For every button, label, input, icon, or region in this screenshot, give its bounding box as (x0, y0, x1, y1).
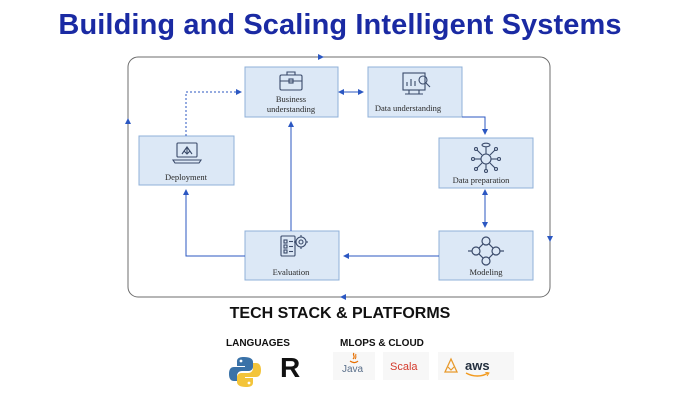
connector-evaluation-deployment (183, 189, 245, 257)
connector-data-understanding-preparation (462, 116, 488, 135)
evaluation-label: Evaluation (273, 267, 311, 277)
node-data-understanding: Data understanding (367, 66, 463, 118)
aws-smile-icon (465, 372, 490, 377)
aws-service-icon (443, 357, 459, 373)
python-logo-icon (229, 357, 261, 387)
tech-stack-heading: TECH STACK & PLATFORMS (229, 305, 451, 322)
r-logo: R (280, 352, 301, 383)
aws-logo-card: aws (438, 352, 514, 380)
mlops-cloud-label: MLOPS & CLOUD (340, 338, 424, 349)
outer-cycle-frame (127, 56, 551, 298)
data-preparation-label: Data preparation (453, 175, 511, 185)
java-cup-icon (349, 352, 359, 364)
node-modeling: Modeling (438, 230, 534, 281)
business-label-line1: Business (276, 94, 306, 104)
frame-arrow-bottom (340, 294, 346, 300)
node-data-preparation: Data preparation (438, 137, 534, 189)
node-business-understanding: Business understanding (244, 66, 339, 118)
business-label-line2: understanding (267, 104, 316, 114)
java-logo-card: Java (333, 352, 375, 380)
data-understanding-label: Data understanding (375, 103, 442, 113)
languages-label: LANGUAGES (226, 338, 290, 349)
frame-arrow-left (125, 118, 131, 124)
frame-arrow-top (318, 54, 324, 60)
connector-deployment-business (185, 89, 242, 136)
scala-logo-card: Scala (383, 352, 429, 380)
evaluation-checklist-icon (280, 235, 308, 257)
page-title: Building and Scaling Intelligent Systems (58, 9, 622, 41)
modeling-label: Modeling (469, 267, 503, 277)
frame-arrow-right (547, 236, 553, 242)
connector-preparation-modeling (482, 189, 488, 228)
data-analysis-icon (402, 72, 431, 95)
deployment-laptop-icon (171, 142, 203, 164)
briefcase-icon (279, 71, 303, 91)
scala-logo-text: Scala (390, 361, 418, 373)
model-nodes-icon (468, 236, 504, 266)
aws-logo-text: aws (465, 358, 490, 373)
deployment-label: Deployment (165, 172, 208, 182)
java-logo-text: Java (342, 364, 364, 375)
connector-business-data-understanding (338, 89, 364, 95)
network-hub-icon (470, 142, 502, 174)
node-deployment: Deployment (138, 135, 235, 186)
node-evaluation: Evaluation (244, 230, 340, 281)
